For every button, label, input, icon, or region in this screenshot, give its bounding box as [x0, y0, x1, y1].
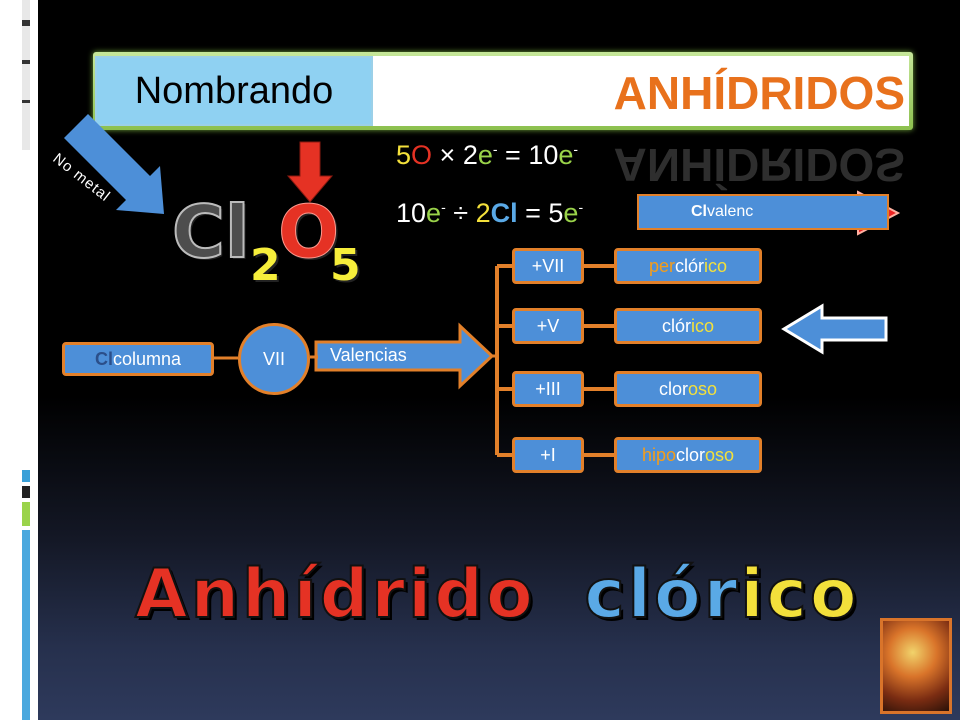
stripe-decor	[22, 502, 30, 526]
valencias-label: Valencias	[330, 345, 407, 365]
stripe-decor	[22, 100, 30, 103]
left-arrow-blue	[781, 303, 888, 355]
equation-oxygen-electrons: 5O × 2e- = 10e-	[396, 140, 579, 170]
stripe-decor	[22, 60, 30, 64]
left-margin-bar	[0, 0, 38, 720]
stripe-decor	[22, 486, 30, 498]
stripe-decor	[22, 20, 30, 26]
formula-oxygen: O	[277, 190, 340, 275]
cl-column-box: Cl columna	[62, 342, 214, 376]
formula-subscript-cl: 2	[250, 240, 281, 291]
down-arrow-red	[286, 141, 334, 203]
group-number-circle: VII	[238, 323, 310, 395]
cl-valencia-box: Cl valenc	[637, 194, 889, 230]
title-left-text: Nombrando	[134, 69, 334, 112]
stripe-decor	[22, 470, 30, 482]
valencias-arrow-shape	[314, 322, 495, 390]
formula-element: Cl	[171, 189, 251, 275]
oxidation-state-7: +VII	[512, 248, 584, 284]
stripe-decor	[22, 0, 30, 150]
portrait-image	[880, 618, 952, 714]
title-right-text: ANHÍDRIDOS	[613, 67, 905, 119]
oxidation-state-1: +I	[512, 437, 584, 473]
title-left-box: Nombrando	[95, 56, 373, 126]
oxidation-state-3: +III	[512, 371, 584, 407]
compound-name: Anhídrido clórico	[134, 554, 860, 635]
stripe-decor	[22, 530, 30, 720]
no-metal-arrow	[64, 114, 164, 214]
formula-subscript-o: 5	[330, 240, 361, 291]
equation-chlorine-valence: 10e- ÷ 2Cl = 5e-	[396, 198, 584, 228]
oxidation-state-5: +V	[512, 308, 584, 344]
